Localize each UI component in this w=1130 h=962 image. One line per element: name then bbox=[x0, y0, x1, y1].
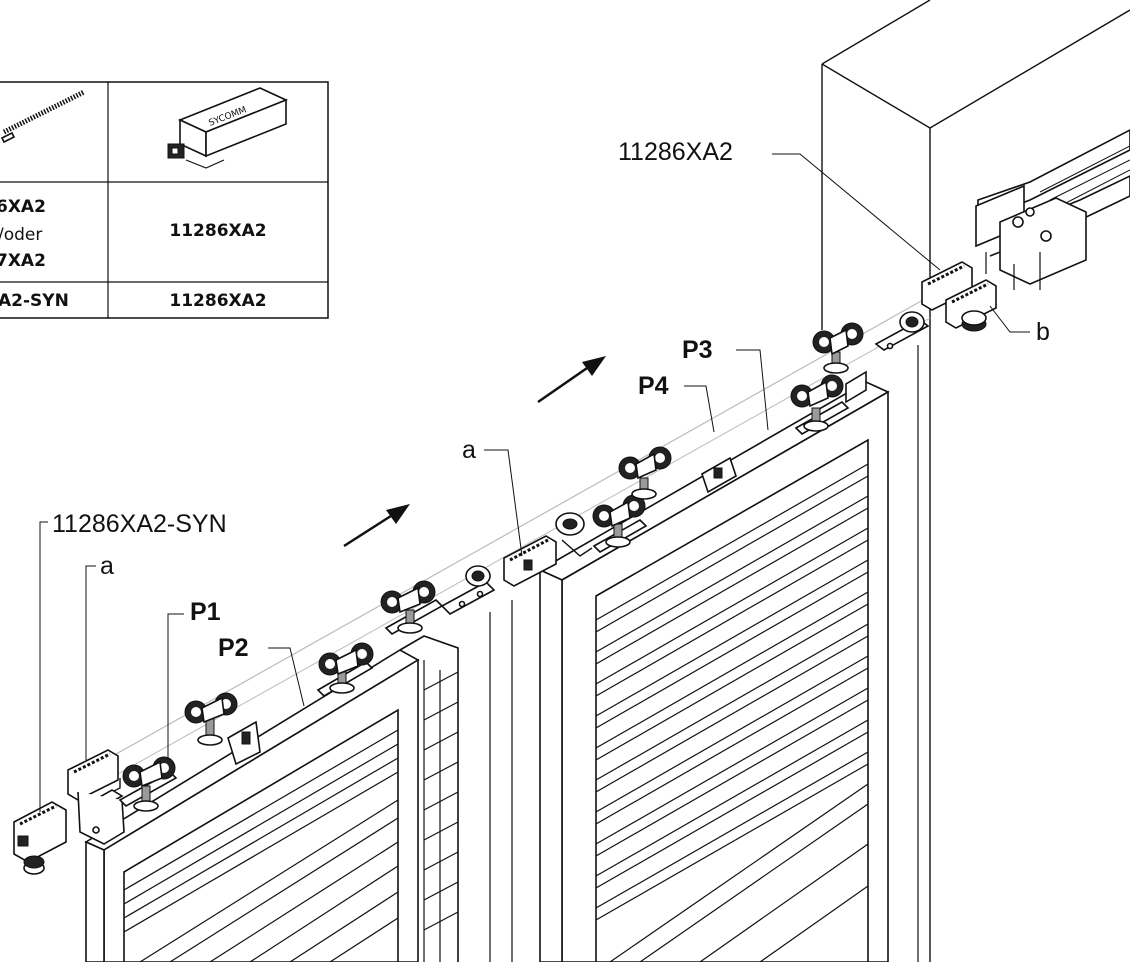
callout-p2: P2 bbox=[218, 634, 249, 662]
belt-kit-icon bbox=[0, 89, 86, 144]
trolley-p4-upper bbox=[618, 446, 672, 500]
trolley-p1-upper bbox=[184, 692, 238, 746]
syn-motor-unit bbox=[13, 801, 67, 875]
callout-11286XA2: 11286XA2 bbox=[618, 138, 733, 166]
coupler-a-middle bbox=[503, 535, 557, 587]
trolley-p3-upper bbox=[812, 322, 867, 404]
trolley-p3-lower bbox=[790, 374, 850, 435]
trolley-p2-upper bbox=[380, 580, 444, 635]
pulley-right bbox=[874, 311, 930, 351]
trolley-p2 bbox=[316, 642, 374, 698]
callout-a-middle: a bbox=[462, 436, 476, 464]
table-row1-left-line1: 6XA2 bbox=[0, 197, 46, 217]
track-rail bbox=[975, 129, 1130, 290]
callout-p3: P3 bbox=[682, 336, 713, 364]
sycomm-motor-box-icon: SYCOMM bbox=[167, 87, 289, 169]
callout-p1: P1 bbox=[190, 598, 221, 626]
callout-p4: P4 bbox=[638, 372, 669, 400]
table-row2-right: 11286XA2 bbox=[169, 291, 266, 311]
right-shutter-panel bbox=[489, 381, 890, 962]
callout-a-left: a bbox=[100, 552, 114, 580]
table-row2-left: A2-SYN bbox=[0, 291, 69, 311]
pulley-left bbox=[440, 565, 496, 615]
hardware bbox=[13, 261, 997, 875]
parts-table: SYCOMM 6XA2 /oder 7XA2 11286XA2 A2-SYN 1… bbox=[0, 81, 329, 319]
leader-lines bbox=[39, 153, 1030, 812]
callout-b: b bbox=[1036, 318, 1050, 346]
callout-11286XA2-SYN: 11286XA2-SYN bbox=[52, 510, 227, 538]
trolley-p1 bbox=[118, 756, 178, 812]
trolley-p4-lower bbox=[592, 494, 648, 553]
table-row1-left-line2: /oder bbox=[0, 225, 42, 245]
pulley-middle bbox=[555, 512, 593, 557]
direction-arrow-upper bbox=[537, 356, 606, 404]
callouts: 11286XA2 b P3 P4 a 11286XA2-SYN a P1 P2 bbox=[52, 138, 1050, 662]
table-row1-right: 11286XA2 bbox=[169, 221, 266, 241]
carriage-b bbox=[945, 279, 997, 332]
table-row1-left-line3: 7XA2 bbox=[0, 251, 46, 271]
wall-column bbox=[821, 0, 1130, 962]
direction-arrow-lower bbox=[343, 504, 410, 548]
